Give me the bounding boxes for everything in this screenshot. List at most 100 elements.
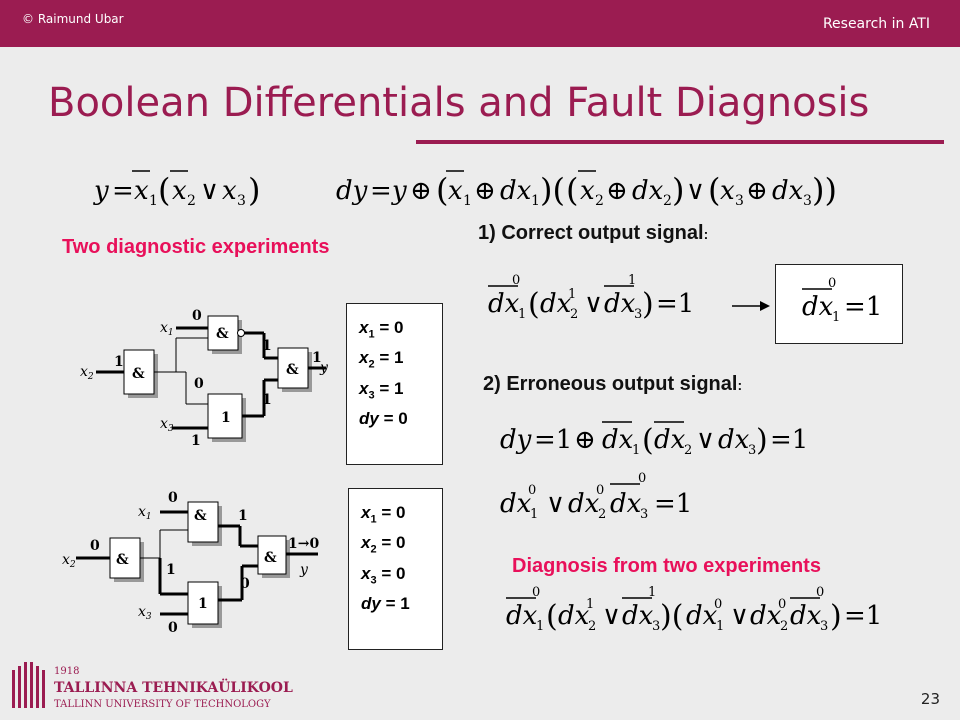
val2-and1: 1 <box>238 508 248 524</box>
svg-text:3: 3 <box>237 193 246 209</box>
heading-diagnosis: Diagnosis from two experiments <box>512 555 821 577</box>
svg-text:3: 3 <box>820 619 828 634</box>
svg-text:1: 1 <box>149 193 158 209</box>
value-row: dy = 0 <box>359 409 408 429</box>
circuit-diagram-1: & & 1 & 0 1 0 1 1 1 1 x1 x2 x3 y <box>80 308 329 449</box>
slide-title: Boolean Differentials and Fault Diagnosi… <box>48 80 870 126</box>
circuit-diagram-2: & & 1 & 0 0 1 0 1 0 1→0 x1 x2 x3 y <box>62 490 319 636</box>
svg-text:1: 1 <box>832 310 840 325</box>
val-x3: 1 <box>191 433 201 449</box>
val2-branch: 1 <box>166 562 176 578</box>
copyright-text: © Raimund Ubar <box>22 12 124 26</box>
svg-text:∨: ∨ <box>696 425 715 455</box>
values-box-2: x1 = 0 x2 = 0 x3 = 0 dy = 1 <box>348 488 443 650</box>
val2-out: 1→0 <box>288 536 319 552</box>
value-row: x3 = 1 <box>359 378 404 402</box>
svg-text:⊕: ⊕ <box>746 176 768 206</box>
svg-text:=1: =1 <box>770 425 808 455</box>
svg-text:): ) <box>672 171 684 209</box>
svg-text:dx: dx <box>610 489 642 519</box>
svg-text:1: 1 <box>518 307 526 322</box>
heading-two-experiments: Two diagnostic experiments <box>62 236 330 258</box>
label2-x1: x1 <box>138 504 152 522</box>
svg-text:1: 1 <box>536 619 544 634</box>
label2-x3: x3 <box>138 604 152 622</box>
val-and1: 1 <box>262 338 272 354</box>
section-label: Research in ATI <box>822 16 930 32</box>
svg-text:3: 3 <box>735 193 744 209</box>
svg-text:2: 2 <box>598 507 606 522</box>
equation-diagnosis: dx1 0 ( dx2 1 ∨ dx3 1 )( dx1 0 ∨ dx2 0 d… <box>506 585 882 634</box>
svg-text:=: = <box>112 176 134 206</box>
svg-text:=: = <box>370 176 392 206</box>
svg-text:1: 1 <box>648 585 656 600</box>
svg-text:1: 1 <box>628 273 636 288</box>
heading-erroneous-text: 2) Erroneous output signal <box>483 373 738 395</box>
svg-text:(: ( <box>546 599 558 634</box>
values-list-2: x1 = 0 x2 = 0 x3 = 0 dy = 1 <box>349 489 442 616</box>
svg-text:2: 2 <box>570 307 578 322</box>
title-underline <box>416 140 944 144</box>
svg-text:0: 0 <box>528 483 536 498</box>
svg-text:)(: )( <box>540 171 565 209</box>
svg-text:⊕: ⊕ <box>606 176 628 206</box>
val-x1: 0 <box>192 308 202 324</box>
svg-text:0: 0 <box>816 585 824 600</box>
equation-result: dx1 0 =1 <box>802 276 882 325</box>
svg-text:3: 3 <box>652 619 660 634</box>
svg-text:dx: dx <box>686 601 718 631</box>
gate-and-3: & <box>286 362 299 378</box>
svg-text:x: x <box>134 176 149 206</box>
svg-text:3: 3 <box>640 507 648 522</box>
svg-text:dx: dx <box>802 292 834 322</box>
svg-text:⊕: ⊕ <box>574 425 596 455</box>
values-box-1: x1 = 0 x2 = 1 x3 = 1 dy = 0 <box>346 303 443 465</box>
svg-text:(: ( <box>642 423 654 458</box>
svg-text:dx: dx <box>500 176 532 206</box>
svg-text:0: 0 <box>714 597 722 612</box>
svg-text:)(: )( <box>660 599 683 634</box>
svg-text:)): )) <box>812 171 837 209</box>
svg-text:): ) <box>756 423 768 458</box>
svg-text:∨: ∨ <box>584 289 603 319</box>
svg-text:0: 0 <box>638 472 646 486</box>
value-row: x1 = 0 <box>359 318 404 341</box>
value-row: dy = 1 <box>361 594 410 614</box>
val-branch: 0 <box>194 376 204 392</box>
logo-name: TALLINNA TEHNIKAÜLIKOOL <box>54 677 293 696</box>
svg-text:): ) <box>830 599 842 634</box>
svg-text:y: y <box>391 176 407 206</box>
svg-text:dx: dx <box>750 601 782 631</box>
svg-text:3: 3 <box>803 193 812 209</box>
value-row: x2 = 0 <box>361 533 406 556</box>
svg-text:dx: dx <box>772 176 804 206</box>
gate-and-5: & <box>116 552 129 568</box>
svg-text:∨: ∨ <box>686 176 705 206</box>
logo-name-en: TALLINN UNIVERSITY OF TECHNOLOGY <box>54 699 271 710</box>
svg-text:=1: =1 <box>656 289 694 319</box>
svg-text:dy: dy <box>500 425 532 455</box>
svg-text:0: 0 <box>828 276 836 291</box>
svg-text:(: ( <box>436 171 448 209</box>
equation-correct: dx1 0 ( dx2 1 ∨ dx3 1 ) =1 <box>488 273 694 322</box>
svg-text:): ) <box>642 287 654 322</box>
equation-erroneous-reduced: dx1 0 ∨ dx2 0 dx3 0 =1 <box>500 472 692 522</box>
val2-x1: 0 <box>168 490 178 506</box>
svg-text:x: x <box>222 176 237 206</box>
heading-correct-text: 1) Correct output signal <box>478 222 704 244</box>
val2-or: 0 <box>240 576 250 592</box>
svg-text:0: 0 <box>596 483 604 498</box>
svg-text:3: 3 <box>634 307 642 322</box>
values-list-1: x1 = 0 x2 = 1 x3 = 1 dy = 0 <box>347 304 442 431</box>
label-y: y <box>319 360 329 376</box>
svg-text:dx: dx <box>622 601 654 631</box>
svg-text:∨: ∨ <box>546 489 565 519</box>
svg-text:1: 1 <box>568 287 576 302</box>
svg-text:=1: =1 <box>534 425 572 455</box>
heading-erroneous-output: 2) Erroneous output signal: <box>483 373 742 396</box>
svg-text:⊕: ⊕ <box>474 176 496 206</box>
val-out: 1 <box>312 350 322 366</box>
svg-text:dx: dx <box>558 601 590 631</box>
page-number: 23 <box>920 690 940 708</box>
